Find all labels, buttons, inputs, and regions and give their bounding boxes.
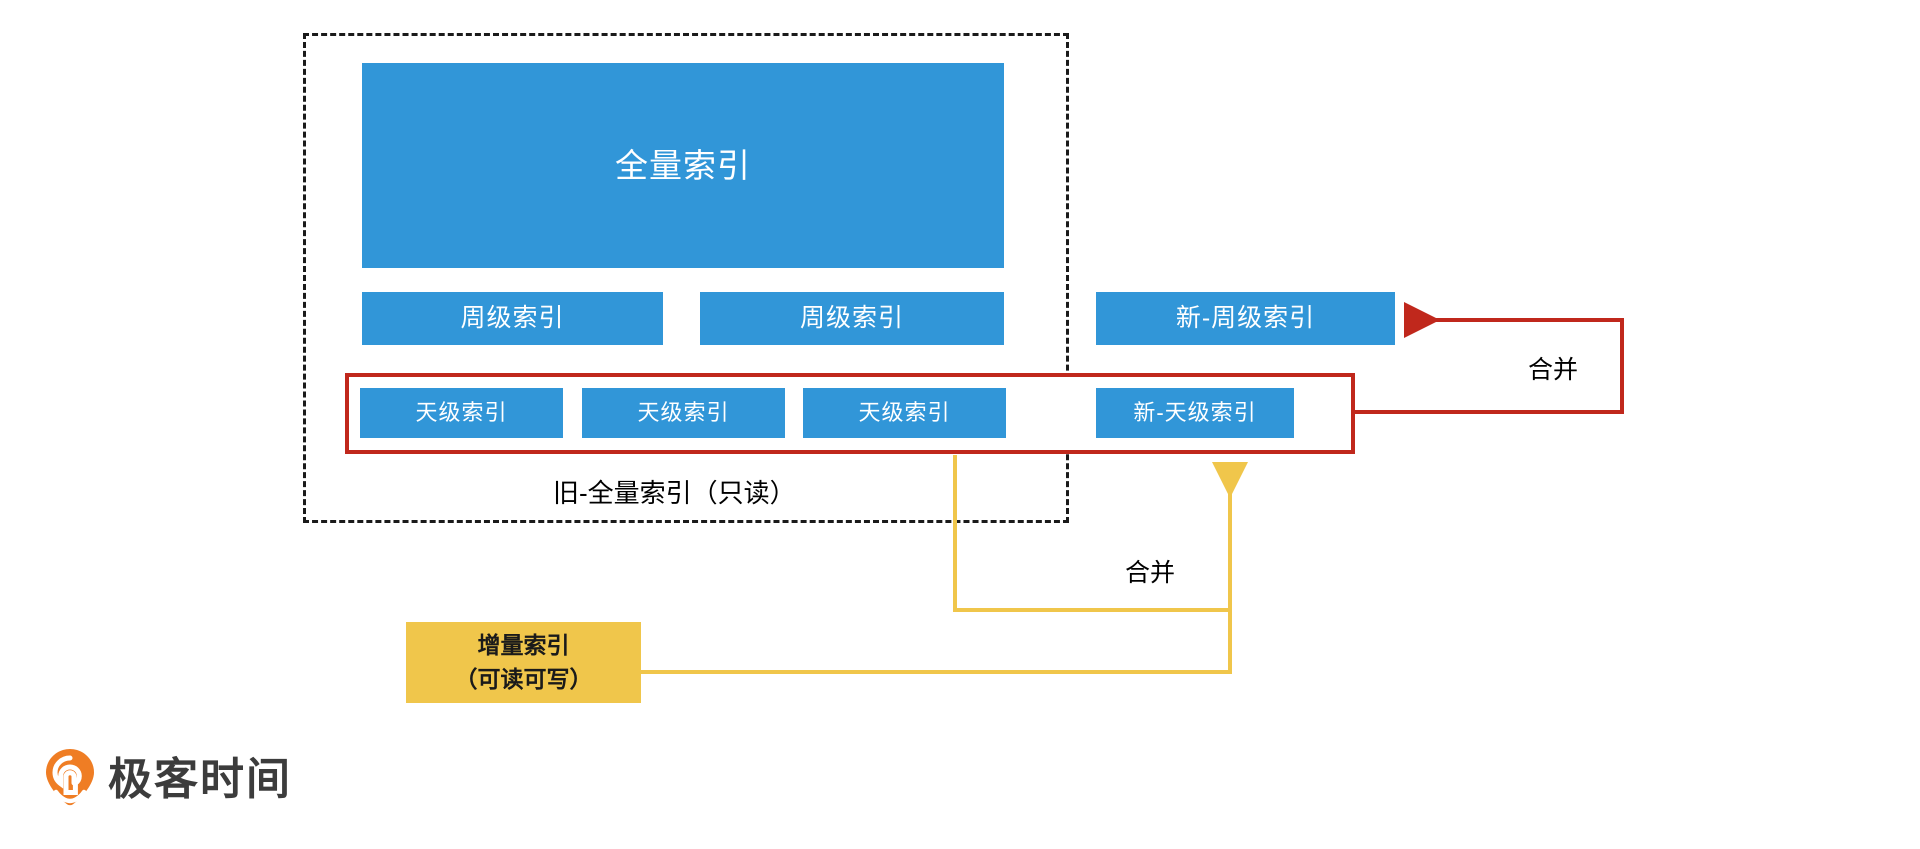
weekly-index-label: 周级索引 <box>460 304 565 332</box>
incremental-index-label-line1: 增量索引 <box>477 632 570 659</box>
brand-logo: 极客时间 <box>44 748 292 811</box>
daily-index-label: 天级索引 <box>637 400 730 425</box>
new-weekly-index-label: 新-周级索引 <box>1175 304 1316 332</box>
full-index-box[interactable]: 全量索引 <box>362 63 1004 268</box>
brand-logo-text: 极客时间 <box>108 754 292 804</box>
full-index-label: 全量索引 <box>615 147 751 184</box>
old-full-index-caption: 旧-全量索引（只读） <box>553 478 796 508</box>
red-merge-connector <box>1355 302 1624 414</box>
weekly-index-box-2[interactable]: 周级索引 <box>700 292 1004 345</box>
merge-label-red: 合并 <box>1528 356 1579 384</box>
new-daily-index-box[interactable]: 新-天级索引 <box>1096 388 1294 438</box>
incremental-index-box[interactable]: 增量索引 （可读可写） <box>406 622 641 703</box>
new-daily-index-label: 新-天级索引 <box>1133 400 1257 425</box>
weekly-index-box-1[interactable]: 周级索引 <box>362 292 663 345</box>
merge-label-yellow: 合并 <box>1125 559 1176 587</box>
geektime-pin-icon <box>44 748 96 811</box>
daily-index-label: 天级索引 <box>858 400 951 425</box>
new-weekly-index-box[interactable]: 新-周级索引 <box>1096 292 1395 345</box>
daily-index-box-1[interactable]: 天级索引 <box>360 388 563 438</box>
daily-index-label: 天级索引 <box>415 400 508 425</box>
incremental-index-label-line2: （可读可写） <box>454 665 593 692</box>
daily-index-box-3[interactable]: 天级索引 <box>803 388 1006 438</box>
daily-index-box-2[interactable]: 天级索引 <box>582 388 785 438</box>
weekly-index-label: 周级索引 <box>799 304 904 332</box>
